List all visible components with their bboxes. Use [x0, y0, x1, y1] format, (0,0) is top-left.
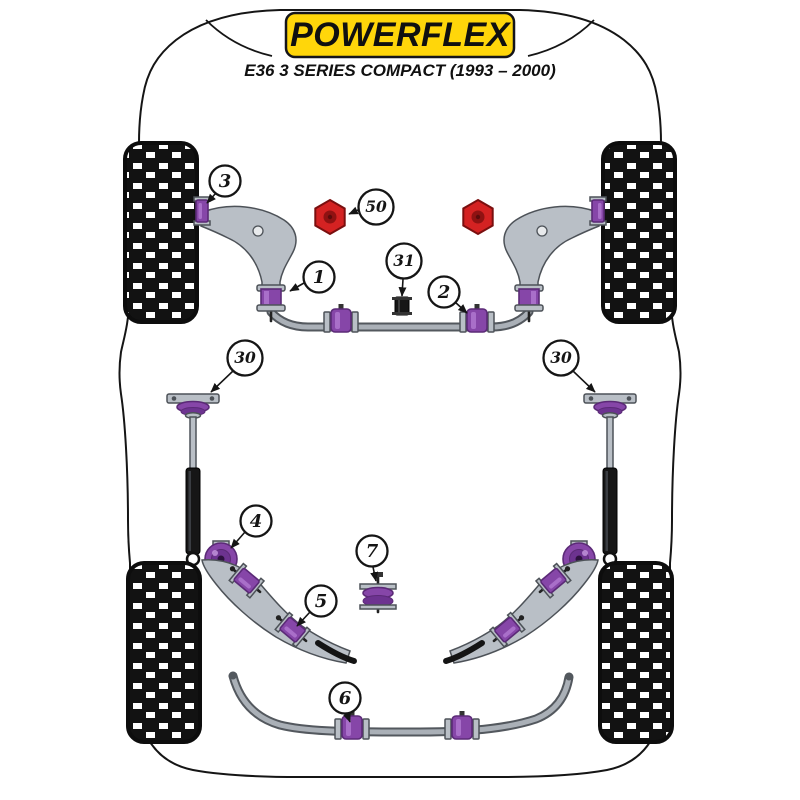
rear-trailing-arm-right — [443, 540, 599, 664]
tire-front-left — [123, 141, 199, 324]
callout-circle — [357, 188, 395, 226]
windshield-line-right — [527, 19, 595, 57]
callout-label: 6 — [339, 688, 352, 709]
front-control-arm-left — [200, 205, 297, 323]
vehicle-subtitle: E36 3 SERIES COMPACT (1993 – 2000) — [244, 61, 556, 80]
callout-label: 3 — [219, 171, 232, 192]
callout-circle — [355, 534, 389, 568]
callout-arrow — [454, 301, 468, 314]
callout-1: 1 — [289, 260, 336, 294]
callout-30-left: 30 — [210, 339, 264, 393]
callout-circle — [208, 164, 242, 198]
callout-4: 4 — [230, 504, 273, 549]
callout-arrow — [343, 712, 351, 723]
front-arm-rear-bush-right — [514, 284, 544, 323]
callout-arrow — [398, 278, 407, 297]
callout-circle — [304, 584, 338, 618]
callout-label: 30 — [550, 348, 572, 367]
front-arm-inner-bush-right — [589, 196, 607, 226]
callout-arrow — [348, 206, 359, 215]
callout-label: 50 — [365, 197, 387, 216]
callout-3: 3 — [206, 164, 242, 204]
tire-front-right — [601, 141, 677, 324]
callout-arrow — [572, 370, 596, 393]
windshield-line-left — [205, 19, 273, 57]
callout-circle — [226, 339, 264, 377]
callout-label: 7 — [366, 541, 379, 562]
callout-arrow — [289, 282, 305, 292]
ball-joint — [252, 225, 264, 237]
engine-mount-left — [314, 199, 346, 235]
callout-circle — [542, 339, 580, 377]
rear-trailing-arm-left — [201, 540, 357, 664]
callout-31: 31 — [385, 242, 423, 297]
engine-mount-right — [462, 199, 494, 235]
callout-label: 4 — [250, 511, 263, 532]
callout-label: 31 — [393, 251, 415, 270]
callout-circle — [328, 681, 362, 715]
callout-arrow — [210, 370, 234, 393]
callout-2: 2 — [427, 275, 468, 314]
front-anti-roll-bar — [266, 307, 534, 332]
callout-label: 30 — [234, 348, 256, 367]
rear-anti-roll-bar — [228, 671, 574, 737]
callout-circle — [385, 242, 423, 280]
callout-arrow — [230, 531, 246, 549]
callout-50: 50 — [348, 188, 395, 226]
callout-30-right: 30 — [542, 339, 596, 393]
brand-logo: POWERFLEX — [284, 11, 516, 59]
callout-label: 2 — [437, 282, 451, 303]
callout-circle — [427, 275, 461, 309]
brand-logo-text: POWERFLEX — [290, 16, 512, 54]
ball-joint — [536, 225, 548, 237]
callout-arrow — [206, 192, 217, 204]
callout-label: 1 — [313, 267, 326, 288]
callout-circle — [302, 260, 336, 294]
front-control-arm-right — [503, 205, 600, 323]
callout-6: 6 — [328, 681, 362, 723]
tire-rear-right — [598, 561, 674, 744]
tire-rear-left — [126, 561, 202, 744]
front-arm-rear-bush-left — [256, 284, 286, 323]
callout-circle — [239, 504, 273, 538]
center-mount-31 — [392, 296, 412, 316]
callout-7: 7 — [355, 534, 389, 582]
callout-label: 5 — [315, 591, 328, 612]
callout-5: 5 — [296, 584, 338, 627]
callout-arrow — [296, 611, 311, 627]
callout-arrow — [370, 566, 379, 582]
